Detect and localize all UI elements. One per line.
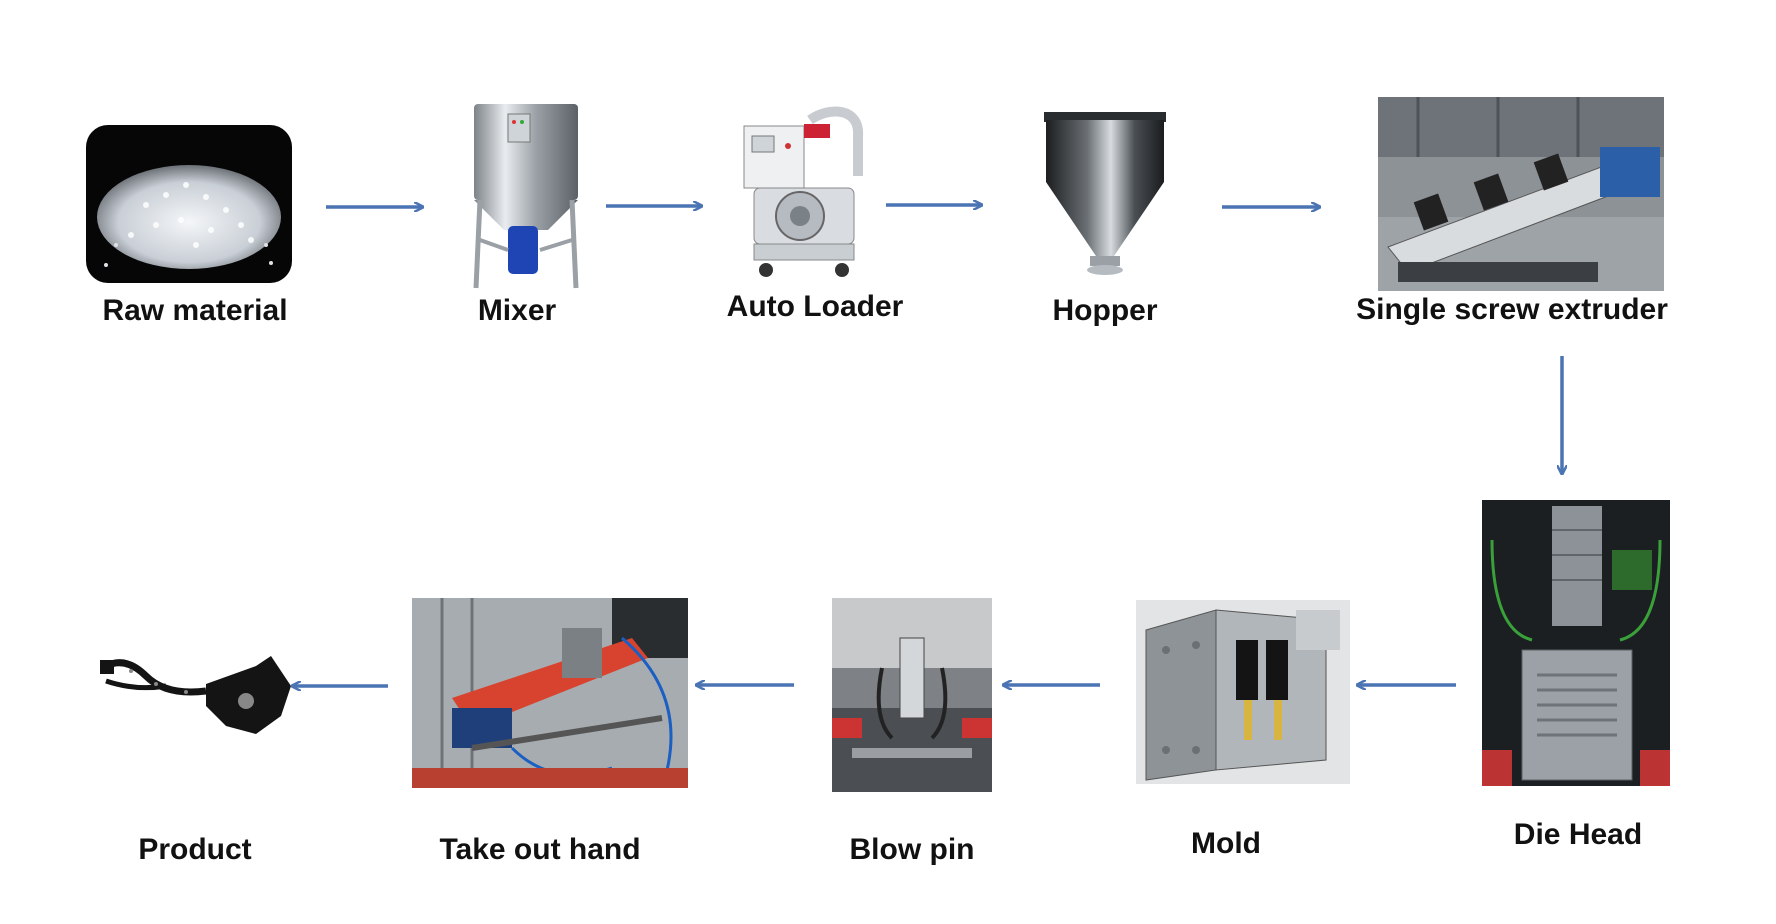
node-label: Die Head (1513, 818, 1643, 851)
node-label: Hopper (1052, 294, 1158, 327)
node-label: Auto Loader (726, 290, 904, 323)
auto-loader-photo (740, 106, 870, 281)
mixer-photo (468, 100, 584, 290)
node-label: Mold (1191, 827, 1261, 860)
mold-photo (1136, 600, 1350, 784)
blow-pin-photo (832, 598, 992, 792)
take-out-hand-photo (412, 598, 688, 788)
node-label: Take out hand (439, 833, 641, 866)
extruder-photo (1378, 97, 1664, 291)
die-head-photo (1482, 500, 1670, 786)
node-label: Raw material (102, 294, 288, 327)
granules-photo (86, 125, 292, 283)
hopper-photo (1040, 110, 1170, 280)
node-label: Product (138, 833, 252, 866)
node-label: Single screw extruder (1356, 293, 1668, 326)
node-label: Mixer (477, 294, 557, 327)
node-label: Blow pin (849, 833, 975, 866)
product-photo (96, 646, 296, 746)
